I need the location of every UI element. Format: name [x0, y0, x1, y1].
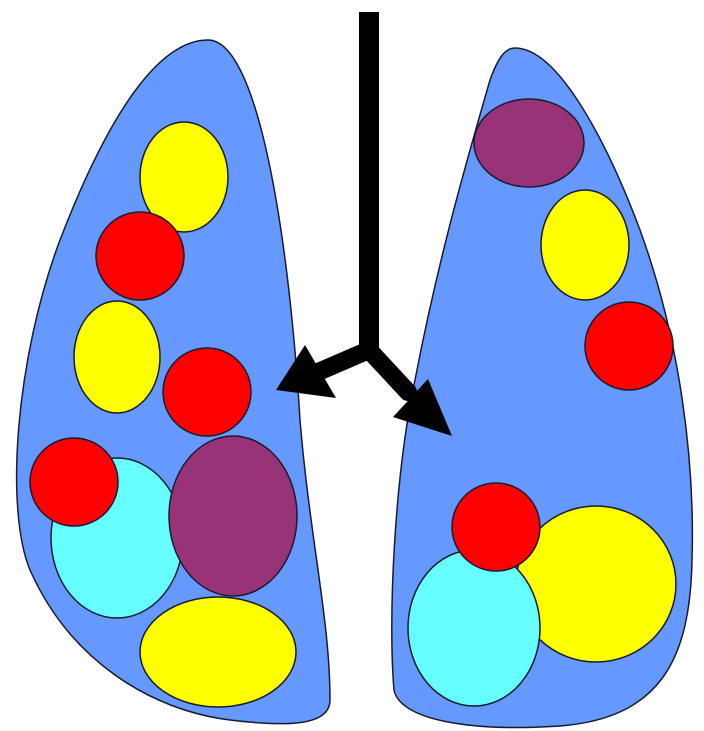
right-red-blob-lower [452, 483, 540, 571]
right-red-blob-upper [585, 302, 673, 390]
right-cyan-blob [408, 550, 540, 706]
right-yellow-blob-upper [541, 190, 629, 300]
right-branch-line [369, 350, 408, 392]
left-red-blob-low [30, 438, 118, 526]
left-red-blob-top [96, 212, 184, 300]
left-yellow-blob-bottom [140, 597, 296, 707]
left-yellow-blob-middle [74, 301, 160, 413]
left-red-blob-middle [163, 348, 251, 436]
left-purple-blob [169, 436, 297, 596]
right-lung [392, 48, 693, 728]
right-purple-blob [474, 99, 584, 187]
